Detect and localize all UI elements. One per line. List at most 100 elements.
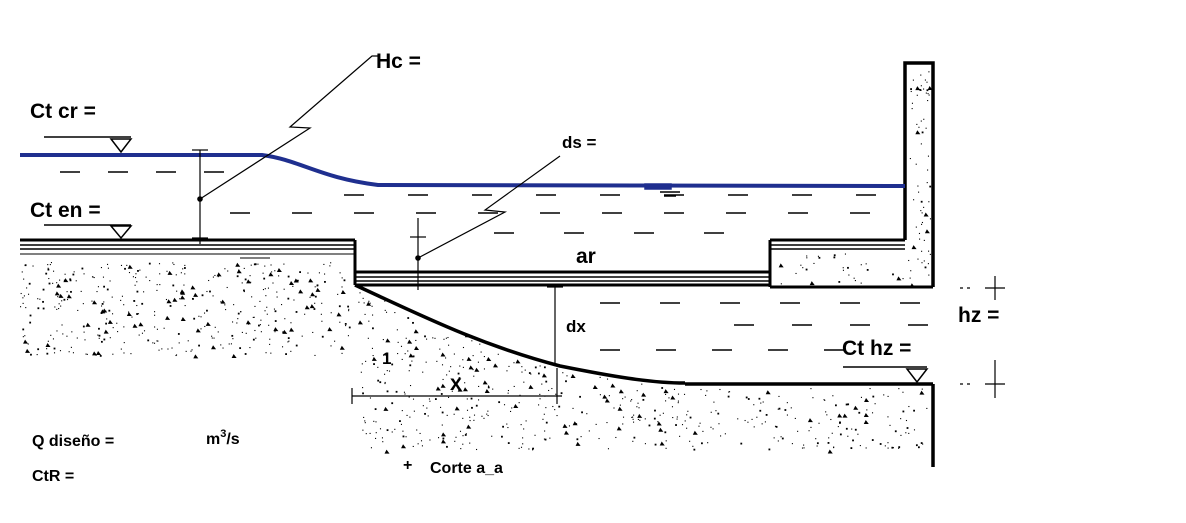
soil-speck	[794, 417, 796, 420]
soil-grain	[371, 356, 377, 361]
soil-speck	[800, 264, 802, 266]
soil-speck	[382, 339, 384, 341]
soil-speck	[728, 391, 730, 393]
soil-speck	[926, 182, 928, 184]
soil-speck	[487, 410, 489, 412]
soil-speck	[462, 366, 464, 368]
soil-speck	[898, 388, 900, 390]
soil-speck	[64, 273, 66, 275]
soil-speck	[521, 371, 523, 373]
soil-speck	[476, 448, 478, 451]
soil-grain	[289, 327, 295, 332]
soil-speck	[446, 414, 448, 416]
soil-speck	[422, 371, 424, 373]
soil-speck	[260, 319, 262, 321]
soil-speck	[348, 326, 351, 329]
soil-speck	[347, 305, 350, 308]
soil-speck	[288, 340, 290, 342]
soil-speck	[887, 416, 889, 418]
soil-speck	[923, 88, 925, 90]
soil-speck	[68, 351, 70, 353]
soil-speck	[362, 392, 364, 395]
soil-speck	[684, 420, 686, 422]
soil-speck	[927, 93, 929, 95]
soil-speck	[128, 311, 130, 313]
soil-grain	[216, 272, 222, 277]
soil-speck	[156, 328, 158, 330]
soil-speck	[50, 262, 53, 264]
soil-speck	[313, 308, 316, 310]
soil-speck	[753, 426, 755, 428]
soil-speck	[22, 336, 24, 338]
soil-speck	[98, 327, 100, 330]
soil-speck	[379, 428, 382, 430]
soil-speck	[330, 345, 332, 347]
soil-speck	[42, 288, 45, 291]
ar-label: ar	[576, 245, 596, 268]
soil-speck	[154, 314, 156, 316]
soil-speck	[304, 313, 306, 315]
soil-grain	[245, 320, 251, 325]
soil-speck	[701, 442, 703, 445]
soil-speck	[56, 282, 58, 284]
soil-speck	[157, 340, 159, 342]
soil-speck	[473, 419, 475, 421]
soil-grain	[658, 427, 664, 432]
soil-speck	[810, 388, 812, 390]
soil-grain	[180, 316, 186, 321]
soil-right-wall	[909, 71, 933, 279]
soil-speck	[928, 250, 930, 252]
soil-speck	[409, 364, 412, 367]
soil-speck	[143, 330, 146, 332]
soil-speck	[190, 350, 192, 352]
soil-speck	[408, 396, 410, 398]
soil-speck	[607, 448, 610, 450]
soil-speck	[405, 337, 407, 339]
soil-speck	[613, 407, 615, 409]
soil-speck	[887, 442, 889, 444]
soil-speck	[49, 264, 51, 266]
soil-speck	[287, 297, 290, 300]
soil-speck	[363, 302, 365, 304]
soil-speck	[365, 433, 367, 435]
soil-speck	[469, 442, 471, 444]
soil-speck	[101, 305, 103, 307]
soil-speck	[187, 340, 189, 342]
soil-speck	[394, 312, 396, 314]
soil-grain	[384, 449, 390, 454]
soil-speck	[916, 123, 918, 125]
soil-speck	[919, 238, 921, 240]
soil-speck	[359, 292, 361, 294]
soil-speck	[532, 449, 534, 451]
soil-speck	[72, 273, 75, 276]
soil-speck	[312, 331, 314, 334]
soil-speck	[22, 328, 25, 331]
soil-speck	[409, 416, 411, 418]
soil-speck	[686, 427, 688, 429]
soil-speck	[30, 353, 32, 356]
soil-speck	[676, 416, 678, 418]
soil-speck	[163, 327, 165, 329]
soil-speck	[758, 397, 761, 400]
soil-speck	[382, 441, 384, 443]
soil-speck	[394, 428, 396, 430]
soil-speck	[459, 365, 461, 367]
soil-speck	[123, 326, 125, 328]
soil-grain	[54, 291, 60, 296]
soil-grain	[435, 386, 441, 391]
soil-speck	[927, 99, 929, 102]
soil-grain	[837, 413, 843, 418]
soil-speck	[145, 276, 147, 278]
soil-speck	[71, 331, 73, 333]
soil-speck	[70, 346, 72, 348]
soil-speck	[778, 395, 780, 397]
soil-speck	[528, 372, 531, 374]
soil-speck	[50, 334, 52, 336]
soil-grain	[172, 297, 178, 302]
soil-speck	[445, 357, 447, 359]
soil-speck	[847, 266, 849, 269]
soil-grain	[604, 398, 610, 403]
soil-speck	[172, 284, 175, 287]
soil-speck	[839, 433, 842, 436]
soil-speck	[372, 354, 374, 357]
